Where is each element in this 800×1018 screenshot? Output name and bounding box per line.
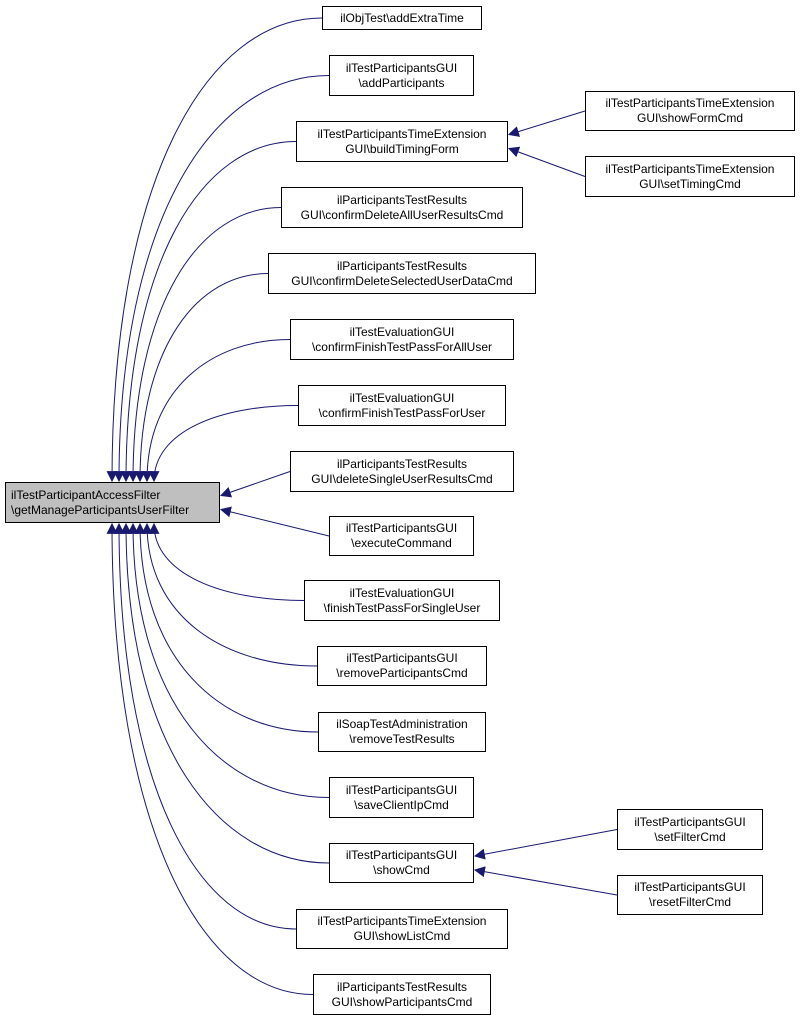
edge-n11-to-root (141, 522, 318, 667)
edge-n2-to-root (113, 75, 330, 483)
node-label-line1: ilTestParticipantsTimeExtension (317, 914, 487, 928)
node-label-line1: ilParticipantsTestResults (336, 258, 468, 273)
node-label-line1: ilParticipantsTestResults (336, 979, 468, 994)
caller-node-n13[interactable]: ilTestParticipantsGUI\saveClientIpCmd (329, 777, 474, 818)
node-label-line1: ilTestParticipantsTimeExtension (317, 126, 487, 141)
caller-node-n2[interactable]: ilTestParticipantsGUI\addParticipants (329, 55, 474, 96)
node-label-line2: GUI\confirmDeleteAllUserResultsCmd (300, 207, 504, 222)
node-label-line1: ilTestParticipantsGUI (345, 848, 458, 862)
edge-n16-to-root (106, 522, 314, 995)
node-label-line1: ilTestParticipantsGUI (634, 880, 746, 894)
edge-n15-to-root (113, 522, 297, 930)
node-label-line2: GUI\deleteSingleUserResultsCmd (311, 471, 493, 486)
node-label-line2: GUI\showFormCmd (636, 111, 743, 125)
node-label-line1: ilTestParticipantsGUI (345, 60, 458, 75)
node-label-line1: ilTestParticipantsTimeExtension (605, 96, 775, 110)
node-label-line1: ilTestParticipantsGUI (345, 521, 458, 535)
node-label-line1: ilTestEvaluationGUI (349, 585, 455, 600)
node-label-line2: \confirmFinishTestPassForAllUser (311, 339, 493, 354)
node-label-line2: \resetFilterCmd (648, 895, 731, 909)
node-label-line2: \executeCommand (351, 536, 452, 550)
edge-n10-to-root (148, 522, 305, 601)
node-label-line2: \setFilterCmd (654, 829, 726, 844)
edge-n9-to-root (219, 506, 330, 537)
node-label-line1: ilParticipantsTestResults (336, 456, 468, 471)
node-label-line2: \removeTestResults (349, 732, 455, 746)
caller-node-n14[interactable]: ilTestParticipantsGUI\showCmd (329, 843, 474, 883)
edge-n4-to-root (127, 207, 282, 483)
caller-node-n6[interactable]: ilTestEvaluationGUI\confirmFinishTestPas… (290, 319, 514, 360)
node-label-line2: \finishTestPassForSingleUser (323, 600, 481, 615)
edge-n6-to-root (141, 339, 291, 483)
caller-node-n12[interactable]: ilSoapTestAdministration\removeTestResul… (318, 712, 486, 752)
caller-node-m4[interactable]: ilTestParticipantsGUI\resetFilterCmd (617, 875, 763, 915)
node-label-line2: \saveClientIpCmd (354, 797, 449, 812)
edge-n3-to-root (120, 141, 297, 483)
caller-node-n10[interactable]: ilTestEvaluationGUI\finishTestPassForSin… (304, 580, 500, 621)
caller-node-n11[interactable]: ilTestParticipantsGUI\removeParticipants… (317, 646, 487, 686)
root-label-line2: \getManageParticipantsUserFilter (11, 502, 190, 517)
caller-node-n1[interactable]: ilObjTest\addExtraTime (322, 6, 482, 30)
node-label-line1: ilTestParticipantsTimeExtension (605, 161, 775, 176)
node-label-line2: GUI\buildTimingForm (345, 141, 459, 156)
edge-n8-to-root (219, 471, 291, 498)
edge-m1-to-n3 (507, 110, 586, 137)
caller-node-n9[interactable]: ilTestParticipantsGUI\executeCommand (329, 516, 474, 556)
edge-m4-to-n14 (473, 866, 618, 896)
node-label-line1: ilTestParticipantsGUI (634, 814, 746, 829)
edge-n1-to-root (106, 17, 323, 483)
edges (106, 17, 618, 995)
node-label-line2: \removeParticipantsCmd (336, 666, 468, 680)
edge-n7-to-root (148, 405, 299, 483)
edge-m2-to-n3 (507, 146, 586, 177)
caller-node-n7[interactable]: ilTestEvaluationGUI\confirmFinishTestPas… (298, 385, 506, 426)
edge-n13-to-root (127, 522, 330, 798)
node-label-line2: \showCmd (373, 863, 430, 877)
edge-n12-to-root (134, 522, 319, 733)
node-label-line2: \addParticipants (358, 75, 445, 90)
node-label-line1: ilParticipantsTestResults (336, 192, 468, 207)
node-label-line1: ilTestParticipantsGUI (346, 651, 458, 665)
edge-n5-to-root (134, 273, 269, 483)
caller-node-m3[interactable]: ilTestParticipantsGUI\setFilterCmd (617, 809, 763, 850)
node-label-line2: GUI\showListCmd (353, 929, 451, 943)
root-label-line1: ilTestParticipantAccessFilter (11, 487, 161, 502)
node-label-line2: \confirmFinishTestPassForUser (318, 405, 486, 420)
edge-n14-to-root (120, 522, 330, 864)
node-label-line1: ilTestParticipantsGUI (345, 782, 458, 797)
node-label-line2: GUI\showParticipantsCmd (331, 994, 473, 1009)
node-label-line1: ilObjTest\addExtraTime (340, 10, 464, 25)
node-label-line2: GUI\confirmDeleteSelectedUserDataCmd (291, 273, 513, 288)
node-label-line1: ilTestEvaluationGUI (349, 390, 455, 405)
node-label-line2: GUI\setTimingCmd (639, 176, 741, 191)
root-node[interactable]: ilTestParticipantAccessFilter\getManageP… (5, 482, 220, 523)
edge-m3-to-n14 (473, 829, 618, 860)
node-label-line1: ilTestEvaluationGUI (349, 324, 455, 339)
node-label-line1: ilSoapTestAdministration (336, 717, 468, 731)
